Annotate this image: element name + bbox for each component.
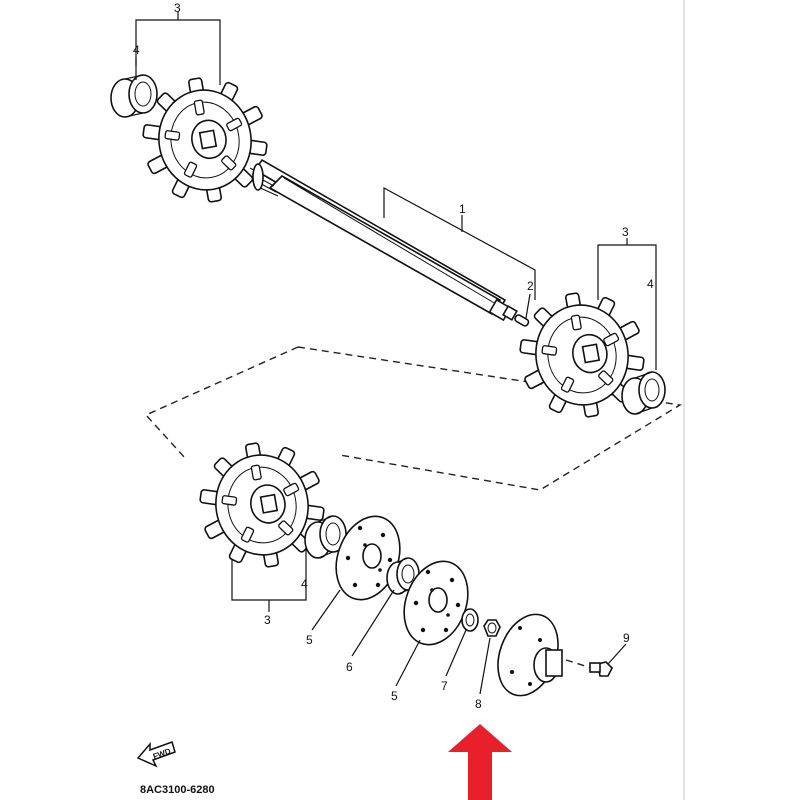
sprocket-top-left (142, 77, 268, 203)
callout-6: 6 (346, 660, 353, 674)
callout-7: 7 (441, 679, 448, 693)
plate-part-5-a (335, 515, 401, 601)
sprocket-bottom (199, 442, 325, 568)
fwd-arrow-icon: FWD (136, 741, 176, 768)
pin-part-2 (514, 314, 530, 327)
leader-lines (135, 12, 657, 695)
callout-4-top: 4 (133, 43, 140, 57)
nut-part-8 (483, 619, 501, 637)
callout-5-a: 5 (306, 633, 313, 647)
part-code: 8AC3100-6280 (140, 784, 215, 796)
callout-2: 2 (527, 279, 534, 293)
red-arrow-icon (448, 724, 512, 800)
bearing-top-left (110, 74, 158, 118)
page-edge-rule (683, 0, 685, 800)
callout-1: 1 (459, 202, 466, 216)
hub-part (497, 613, 563, 697)
callout-3-top: 3 (174, 1, 181, 15)
washer-part-7 (461, 608, 479, 632)
drive-shaft (249, 158, 518, 322)
bolt-part-9 (565, 659, 613, 677)
callout-3-right: 3 (622, 225, 629, 239)
callout-9: 9 (623, 631, 630, 645)
callout-4-bottom: 4 (301, 577, 308, 591)
callout-3-bottom: 3 (264, 613, 271, 627)
callout-4-right: 4 (647, 277, 654, 291)
callout-8: 8 (475, 697, 482, 711)
callout-5-b: 5 (391, 689, 398, 703)
sprocket-right (519, 292, 645, 418)
dashed-guide-box (144, 346, 683, 491)
bearing-right (621, 371, 666, 415)
plate-part-5-b (403, 560, 469, 646)
